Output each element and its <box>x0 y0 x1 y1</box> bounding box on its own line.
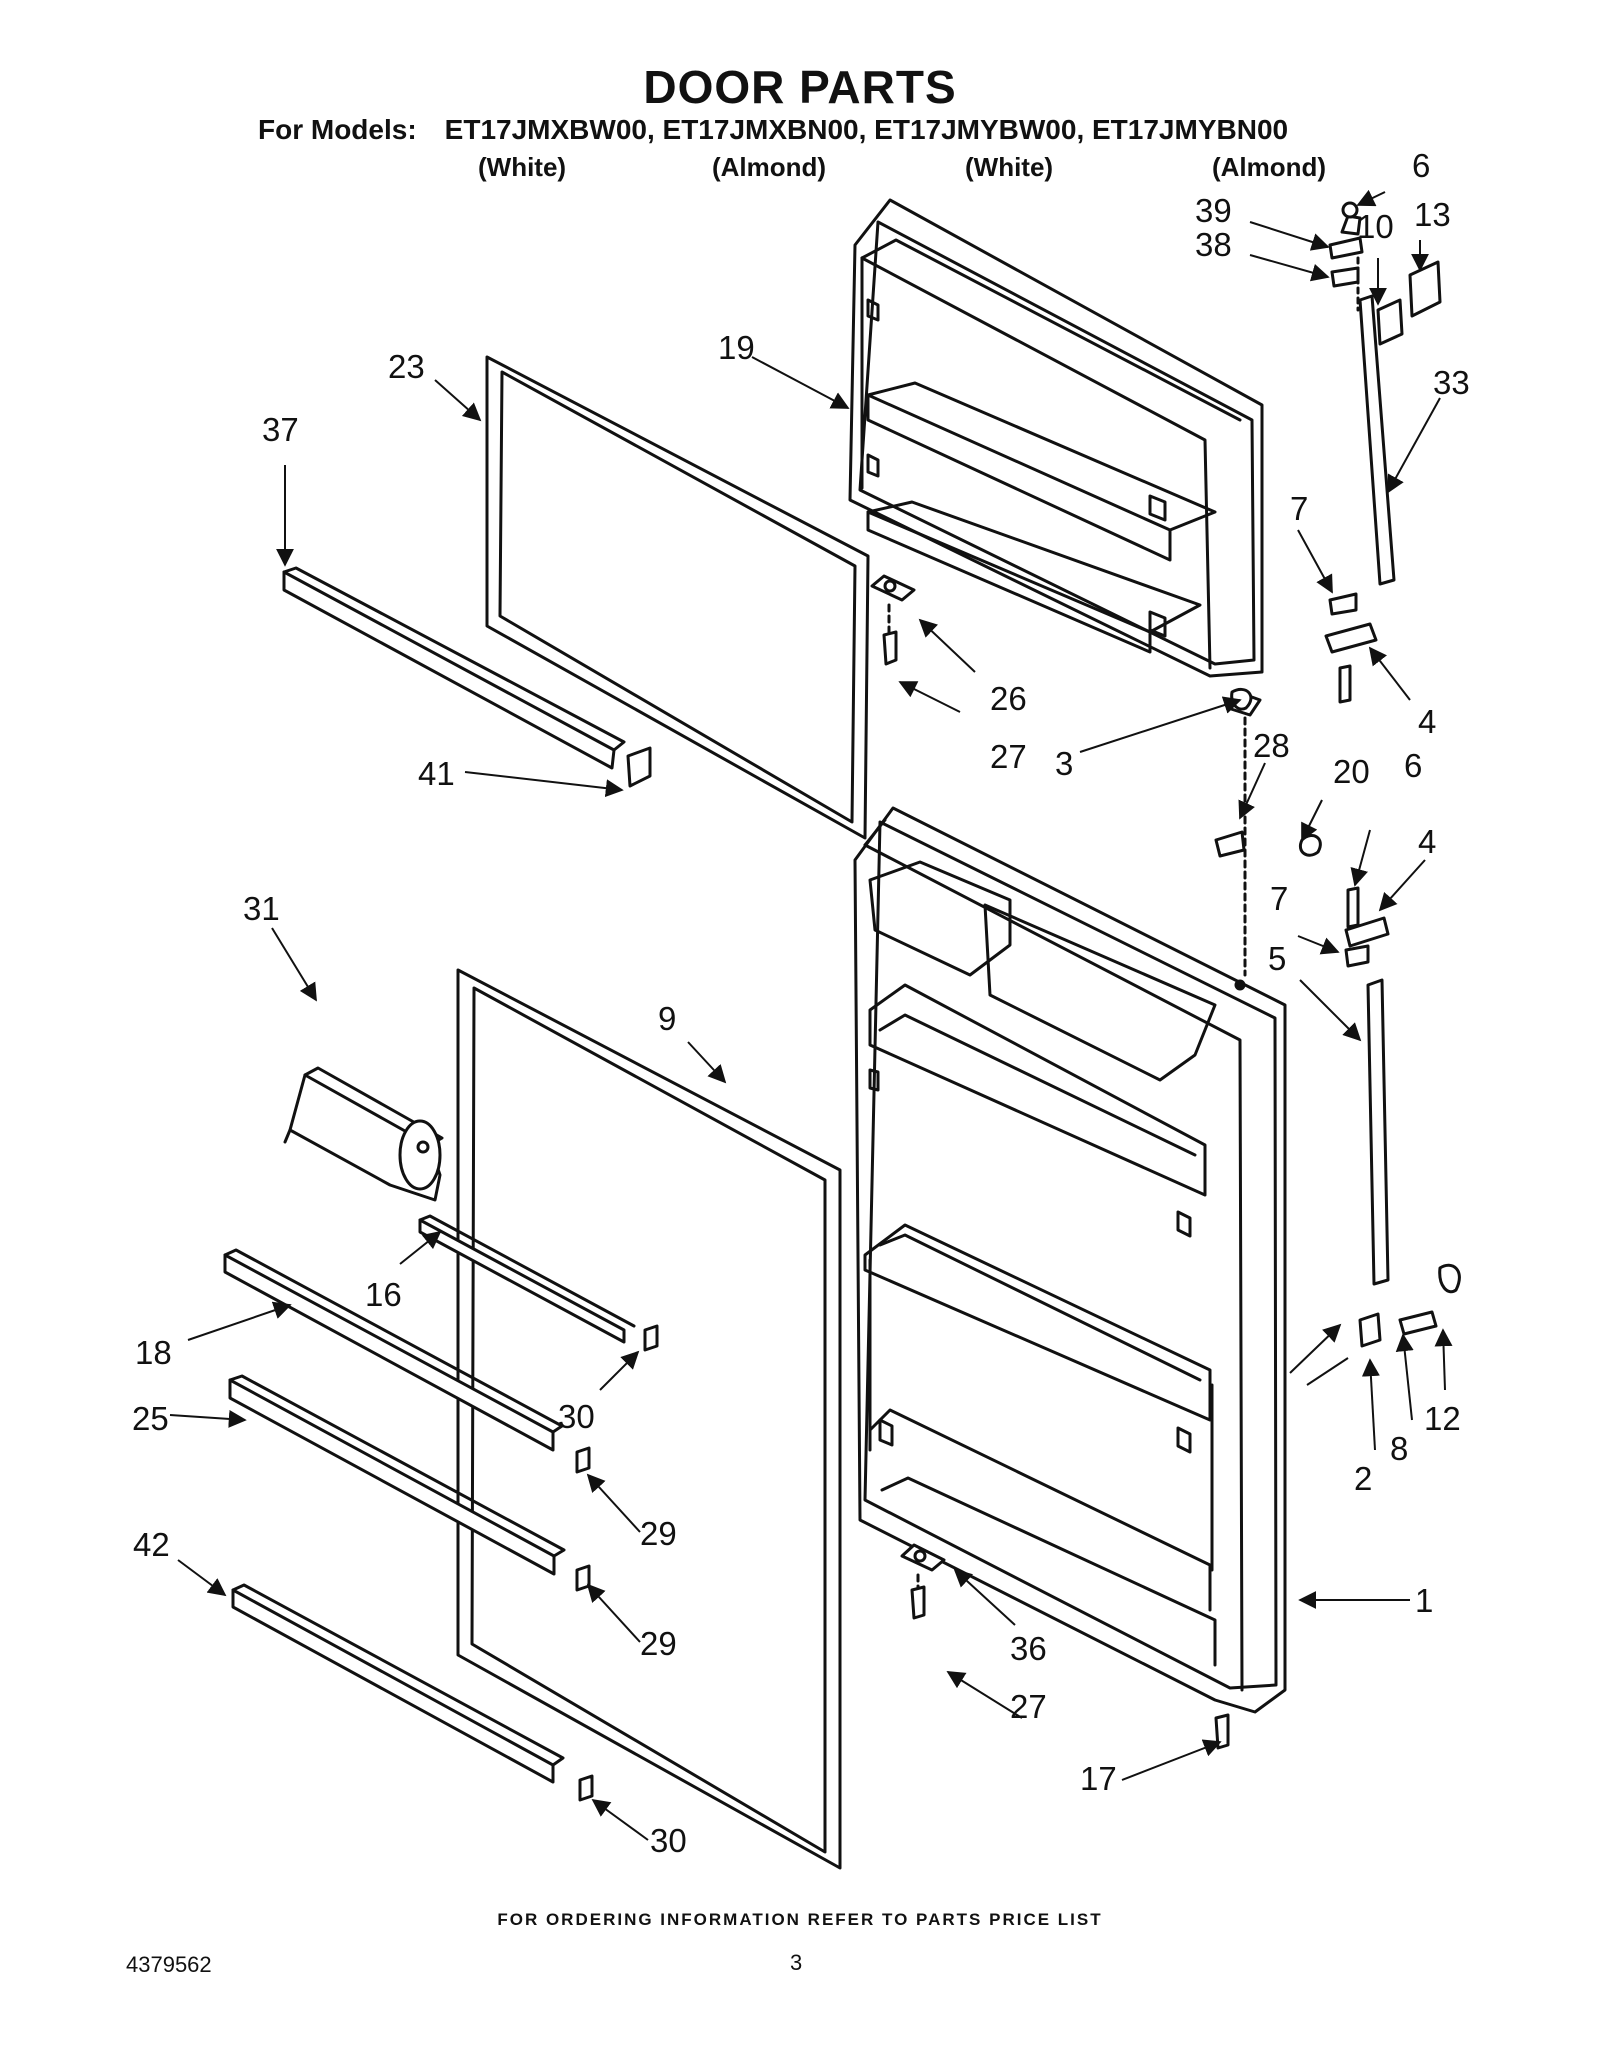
document-number: 4379562 <box>126 1952 212 1977</box>
callout-8: 8 <box>1390 1430 1408 1467</box>
callout-5: 5 <box>1268 940 1286 977</box>
trim-bar-part-37 <box>282 566 626 770</box>
callout-41: 41 <box>418 755 455 792</box>
color-label-almond-2: (Almond) <box>1212 152 1327 182</box>
callout-7-lower: 7 <box>1270 880 1288 917</box>
color-label-white-1: (White) <box>478 152 567 182</box>
hinge-assembly-middle <box>1214 592 1390 1286</box>
end-cap-part-29 <box>575 1564 591 1592</box>
callout-28: 28 <box>1253 727 1290 764</box>
end-cap-part-29 <box>575 1446 591 1474</box>
callout-13: 13 <box>1414 196 1451 233</box>
rail-part-25 <box>228 1374 566 1576</box>
freezer-door-part-19 <box>848 198 1264 678</box>
callout-26: 26 <box>990 680 1027 717</box>
clip-part-41 <box>626 746 652 788</box>
page-number: 3 <box>790 1950 803 1975</box>
dairy-door-part-31 <box>283 1066 444 1202</box>
callout-6: 6 <box>1412 147 1430 184</box>
callout-3: 3 <box>1055 745 1073 782</box>
rail-part-16 <box>418 1214 636 1344</box>
callout-30-lower: 30 <box>650 1822 687 1859</box>
callout-37: 37 <box>262 411 299 448</box>
callout-29-lower: 29 <box>640 1625 677 1662</box>
leader-arrows <box>169 189 1453 1841</box>
freezer-gasket-part-23 <box>485 355 870 840</box>
fresh-food-gasket-part-9 <box>456 968 842 1870</box>
callout-19: 19 <box>718 329 755 366</box>
callout-7: 7 <box>1290 490 1308 527</box>
page-title: DOOR PARTS <box>643 61 957 113</box>
callout-42: 42 <box>133 1526 170 1563</box>
callout-33: 33 <box>1433 364 1470 401</box>
fresh-food-door-part-1 <box>853 806 1287 1714</box>
callout-16: 16 <box>365 1276 402 1313</box>
end-cap-part-30 <box>578 1774 594 1802</box>
callout-31: 31 <box>243 890 280 927</box>
callout-27: 27 <box>990 738 1027 775</box>
ordering-info-note: FOR ORDERING INFORMATION REFER TO PARTS … <box>497 1910 1103 1929</box>
callout-1: 1 <box>1415 1582 1433 1619</box>
callout-36: 36 <box>1010 1630 1047 1667</box>
callout-20: 20 <box>1333 753 1370 790</box>
color-label-almond-1: (Almond) <box>712 152 827 182</box>
callout-10: 10 <box>1357 208 1394 245</box>
callout-4: 4 <box>1418 703 1436 740</box>
rail-part-42 <box>231 1583 565 1784</box>
hinge-assembly-top <box>1328 201 1442 586</box>
callout-38: 38 <box>1195 226 1232 263</box>
callout-27-lower: 27 <box>1010 1688 1047 1725</box>
callout-25: 25 <box>132 1400 169 1437</box>
callout-6-lower: 6 <box>1404 747 1422 784</box>
callout-2: 2 <box>1354 1460 1372 1497</box>
callout-18: 18 <box>135 1334 172 1371</box>
callout-9: 9 <box>658 1000 676 1037</box>
callout-30: 30 <box>558 1398 595 1435</box>
rail-part-18 <box>223 1248 564 1452</box>
callout-23: 23 <box>388 348 425 385</box>
callout-12: 12 <box>1424 1400 1461 1437</box>
hinge-assembly-bottom <box>1358 1263 1461 1348</box>
callout-39: 39 <box>1195 192 1232 229</box>
model-numbers: ET17JMXBW00, ET17JMXBN00, ET17JMYBW00, E… <box>444 114 1289 145</box>
models-label: For Models: <box>258 114 417 145</box>
models-line: For Models: ET17JMXBW00, ET17JMXBN00, ET1… <box>258 114 1288 146</box>
color-label-white-2: (White) <box>965 152 1054 182</box>
callout-labels: 6 39 38 10 13 23 19 33 37 7 26 4 27 3 28… <box>132 147 1470 1859</box>
callout-29: 29 <box>640 1515 677 1552</box>
callout-4-lower: 4 <box>1418 823 1436 860</box>
end-cap-part-30 <box>643 1324 659 1352</box>
callout-17: 17 <box>1080 1760 1117 1797</box>
